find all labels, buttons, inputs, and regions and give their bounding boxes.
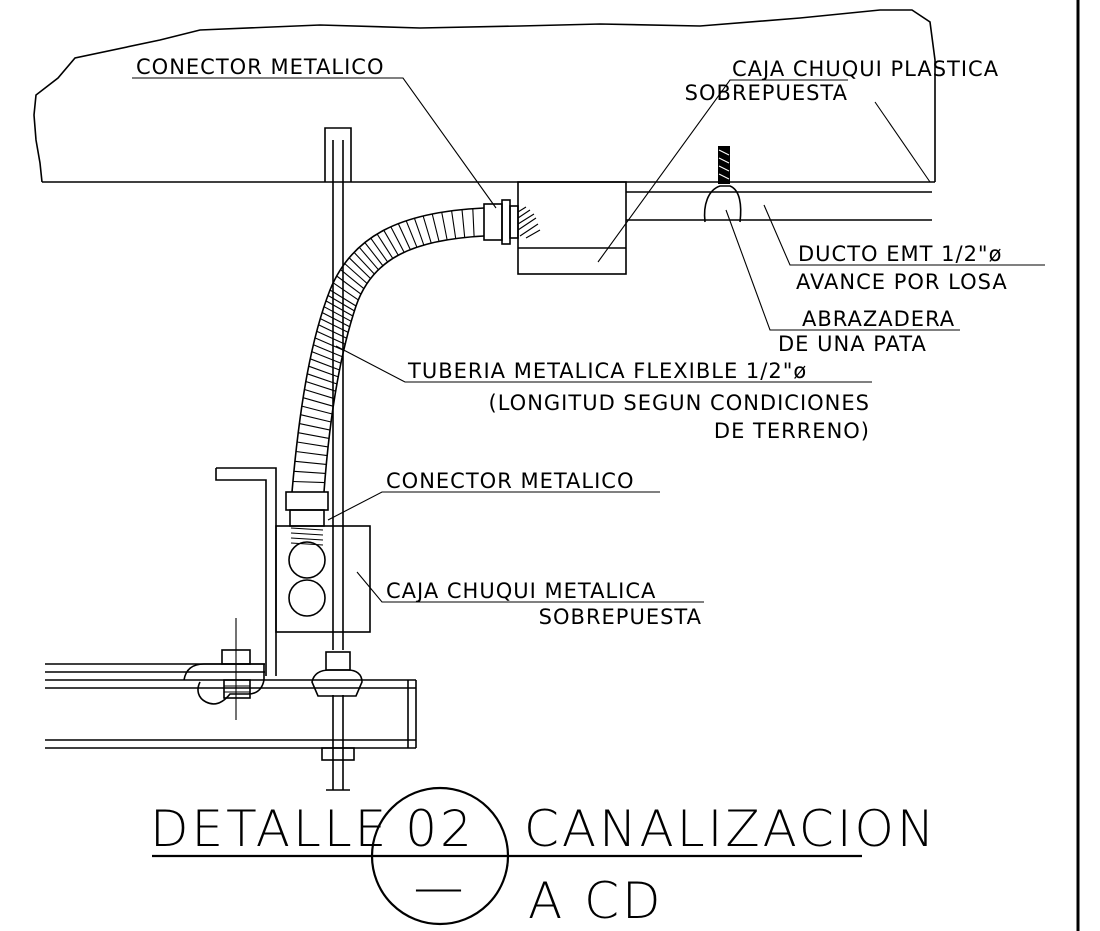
title-subtitle: A CD	[528, 872, 664, 930]
label-plastic-box-1: CAJA CHUQUI PLASTICA	[732, 57, 999, 81]
box-bracket	[215, 467, 277, 676]
label-duct-2: AVANCE POR LOSA	[796, 270, 1008, 294]
label-connector-top: CONECTOR METALICO	[136, 55, 385, 79]
label-metal-box-1: CAJA CHUQUI METALICA	[386, 579, 656, 603]
title-detail-number: 02	[405, 800, 475, 858]
title-word-right: CANALIZACION	[524, 800, 937, 858]
ceiling-slab	[33, 9, 936, 183]
title-sheet-reference: —	[414, 858, 467, 916]
label-strap-2: DE UNA PATA	[778, 332, 927, 356]
label-duct-1: DUCTO EMT 1/2"ø	[798, 242, 1002, 266]
hanger-rod	[324, 127, 352, 791]
title-word-left: DETALLE	[150, 800, 389, 858]
one-leg-strap	[703, 146, 742, 223]
label-strap-1: ABRAZADERA	[802, 307, 955, 331]
label-flex-conduit-3: DE TERRENO)	[714, 419, 870, 443]
leader-lines	[132, 77, 1045, 603]
label-flex-conduit-2: (LONGITUD SEGUN CONDICIONES	[489, 391, 870, 415]
label-flex-conduit-1: TUBERIA METALICA FLEXIBLE 1/2"ø	[407, 359, 807, 383]
flexible-conduit	[291, 207, 485, 493]
top-connector	[483, 199, 541, 245]
title-block: DETALLE 02 — CANALIZACION A CD	[150, 786, 937, 930]
label-connector-mid: CONECTOR METALICO	[386, 469, 635, 493]
label-metal-box-2: SOBREPUESTA	[539, 605, 702, 629]
label-plastic-box-2: SOBREPUESTA	[685, 81, 848, 105]
left-beam-clamp	[183, 618, 265, 720]
center-rod-clamp	[311, 651, 363, 761]
plastic-surface-box	[517, 181, 627, 275]
emt-duct	[626, 191, 932, 221]
lower-connector	[285, 491, 329, 546]
metal-surface-box	[275, 525, 371, 633]
